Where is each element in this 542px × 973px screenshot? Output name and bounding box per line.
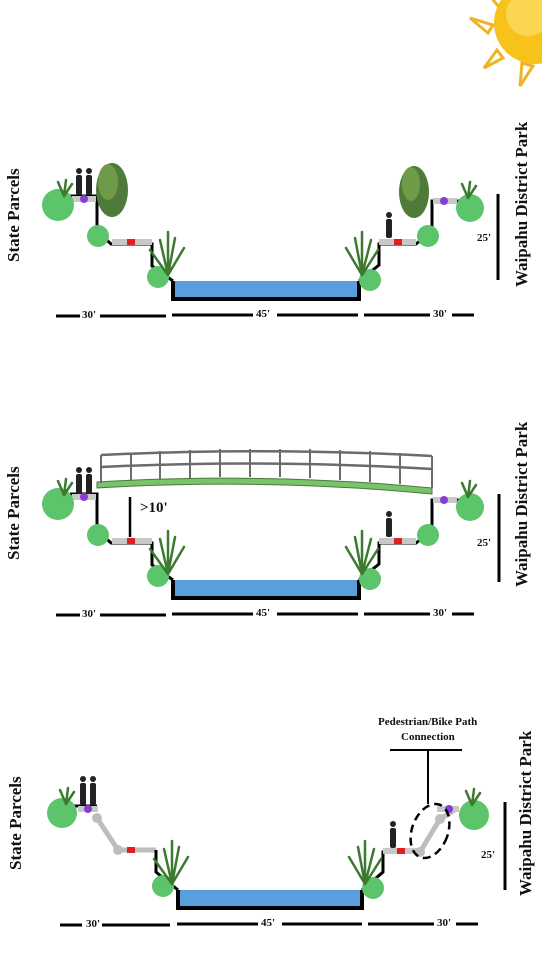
channel-water bbox=[171, 281, 361, 301]
people bbox=[76, 467, 392, 537]
left-label-section-2: State Parcels bbox=[4, 466, 23, 560]
dim-center-section-1: 45' bbox=[256, 308, 271, 320]
purple-marker-right bbox=[440, 197, 448, 205]
callout-line-1: Pedestrian/Bike Path bbox=[378, 716, 478, 728]
section-2 bbox=[42, 449, 501, 617]
red-marker-right bbox=[394, 239, 402, 245]
dim-center-section-2: 45' bbox=[256, 607, 271, 619]
right-label-section-1: Waipahu District Park bbox=[512, 121, 531, 287]
right-bank-profile bbox=[358, 496, 462, 582]
dim-right-section-2: 30' bbox=[433, 607, 448, 619]
red-marker-left bbox=[127, 239, 135, 245]
dim-right-section-3: 30' bbox=[437, 917, 452, 929]
left-bank-ramp bbox=[72, 804, 179, 892]
vegetation bbox=[42, 163, 484, 291]
purple-marker-left bbox=[80, 195, 88, 203]
dim-height-section-2: 25' bbox=[477, 537, 492, 549]
channel-water bbox=[171, 580, 361, 600]
dim-height-section-1: 25' bbox=[477, 232, 492, 244]
channel-water bbox=[176, 890, 364, 910]
people bbox=[76, 168, 392, 238]
vegetation bbox=[42, 477, 484, 590]
left-label-section-1: State Parcels bbox=[4, 168, 23, 262]
left-bank-profile bbox=[70, 492, 174, 582]
dimension-lines bbox=[56, 194, 500, 318]
vegetation bbox=[47, 786, 489, 899]
sun-icon bbox=[469, 0, 542, 87]
clearance-label: >10' bbox=[140, 500, 168, 516]
dim-left-section-2: 30' bbox=[82, 608, 97, 620]
people bbox=[80, 776, 396, 848]
right-bank-ramp bbox=[361, 749, 462, 892]
dimension-lines bbox=[56, 494, 501, 617]
section-1 bbox=[42, 163, 500, 318]
pedestrian-bridge bbox=[96, 449, 433, 495]
right-label-section-3: Waipahu District Park bbox=[516, 730, 535, 896]
callout-line-2: Connection bbox=[401, 731, 455, 743]
left-label-section-3: State Parcels bbox=[6, 776, 25, 870]
dim-left-section-1: 30' bbox=[82, 309, 97, 321]
dim-right-section-1: 30' bbox=[433, 308, 448, 320]
right-bank-profile bbox=[358, 197, 462, 283]
right-label-section-2: Waipahu District Park bbox=[512, 421, 531, 587]
section-3 bbox=[47, 749, 507, 927]
dim-height-section-3: 25' bbox=[481, 849, 496, 861]
dimension-lines bbox=[60, 802, 507, 927]
dim-left-section-3: 30' bbox=[86, 918, 101, 930]
connection-highlight-circle bbox=[409, 802, 451, 860]
dim-center-section-3: 45' bbox=[261, 917, 276, 929]
